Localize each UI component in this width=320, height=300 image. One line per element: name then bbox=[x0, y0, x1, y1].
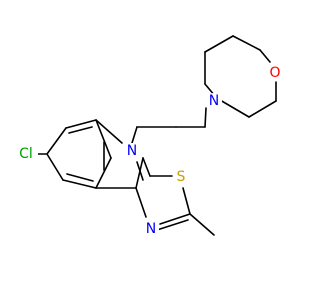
bond bbox=[135, 187, 147, 218]
bond bbox=[68, 126, 93, 134]
bond bbox=[248, 100, 277, 118]
sulfur-atom: S bbox=[173, 169, 189, 185]
sulfur-label: S bbox=[177, 169, 186, 185]
bond bbox=[159, 213, 191, 225]
thiazole-nitrogen-atom: N bbox=[143, 221, 159, 237]
bond bbox=[142, 157, 151, 177]
bond bbox=[95, 157, 112, 189]
bond bbox=[259, 49, 271, 63]
bond bbox=[156, 219, 189, 231]
bond bbox=[204, 107, 207, 128]
chlorine-label: Cl bbox=[19, 146, 33, 162]
molecule-structure: O N N N S Cl bbox=[14, 35, 283, 237]
ring-nitrogen-label: N bbox=[127, 143, 137, 159]
oxygen-atom: O bbox=[267, 65, 283, 81]
morpholine-nitrogen-atom: N bbox=[206, 93, 222, 109]
morpholine-ring bbox=[204, 35, 277, 118]
bond bbox=[182, 187, 191, 215]
pyrrole-ring bbox=[95, 119, 151, 189]
bond bbox=[136, 161, 144, 181]
morpholine-nitrogen-label: N bbox=[209, 93, 219, 109]
bond bbox=[204, 35, 234, 53]
ring-nitrogen-atom: N bbox=[124, 143, 140, 159]
bond bbox=[135, 157, 144, 189]
bond bbox=[219, 99, 250, 118]
bond bbox=[95, 119, 112, 159]
bond bbox=[62, 179, 97, 189]
bond bbox=[46, 153, 64, 181]
thiazole-ring bbox=[135, 175, 215, 236]
bond bbox=[65, 119, 97, 129]
chlorine-atom: Cl bbox=[14, 142, 38, 166]
oxygen-label: O bbox=[269, 65, 280, 81]
atom-labels: O N N N S Cl bbox=[14, 65, 283, 237]
bond bbox=[66, 173, 94, 182]
bond bbox=[131, 126, 138, 144]
benzene-ring bbox=[37, 119, 112, 189]
molecule-canvas: O N N N S Cl bbox=[14, 35, 283, 237]
bond bbox=[95, 119, 123, 144]
thiazole-nitrogen-label: N bbox=[146, 221, 156, 237]
bond bbox=[46, 127, 67, 155]
ethyl-linker bbox=[131, 107, 207, 144]
bond bbox=[232, 35, 261, 51]
bond bbox=[189, 213, 215, 236]
